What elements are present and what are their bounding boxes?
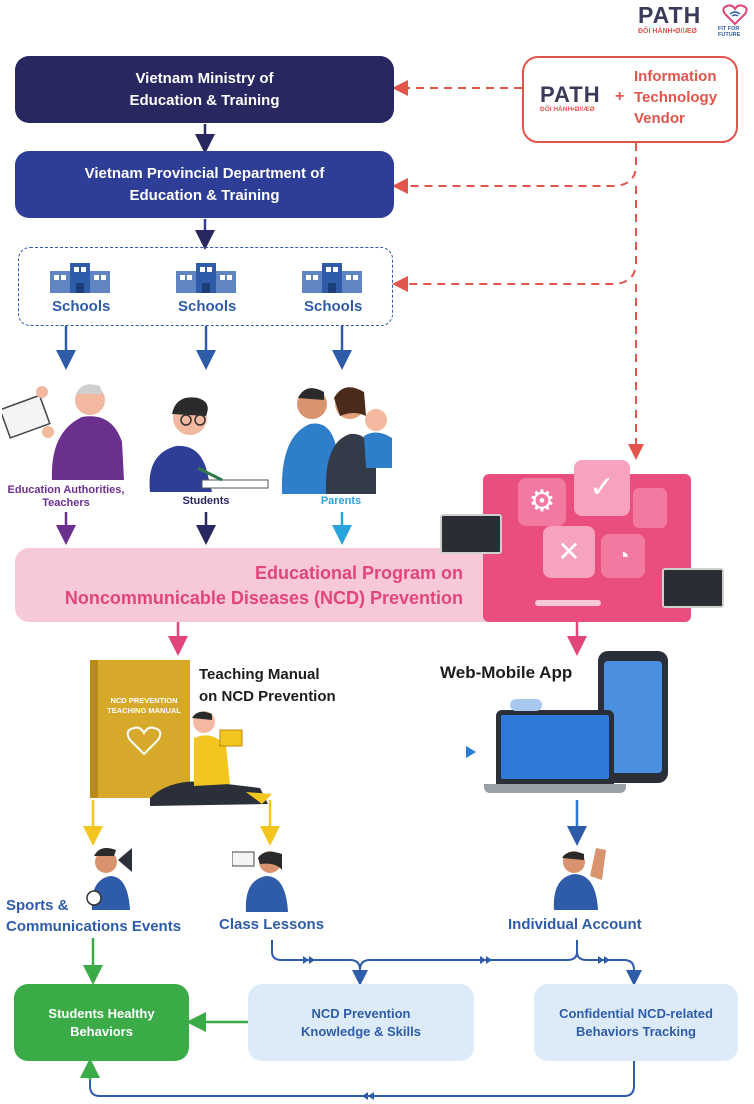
stakeholder-parents-label: Parents xyxy=(320,495,362,507)
server-icon xyxy=(633,488,667,528)
sports-events-label: Sports & Communications Events xyxy=(6,897,182,935)
it-vendor-box: PATH ĐỐI HÀNH•Ø//ÆØ + Information Techno… xyxy=(522,56,738,143)
code-window-right xyxy=(662,568,724,608)
class-lessons-label: Class Lessons xyxy=(219,916,325,933)
megaphone-person-illustration xyxy=(86,848,132,910)
program-banner xyxy=(15,548,575,622)
heart-wifi-icon xyxy=(126,726,162,756)
path-logo-vendor: PATH xyxy=(540,82,601,107)
reader-illustration xyxy=(150,711,272,806)
admin-dashboard-illustration: ⚙ ✓ ✕ ◔ xyxy=(483,460,691,622)
search-bubble-icon xyxy=(510,699,542,711)
school-building-icon xyxy=(176,263,236,293)
knowledge-skills-box: NCD Prevention Knowledge & Skills xyxy=(248,984,474,1061)
tools-icon: ✕ xyxy=(543,526,595,578)
class-lesson-illustration xyxy=(232,851,288,912)
school-2: Schools xyxy=(174,261,238,321)
laptop-display xyxy=(501,715,609,779)
laptop-base xyxy=(484,784,626,793)
fit-for-future-logo: FIT FOR FUTURE xyxy=(718,26,741,38)
manual-title: Teaching Manual on NCD Prevention xyxy=(199,666,336,705)
teaching-manual-book: NCD PREVENTION TEACHING MANUAL xyxy=(90,660,190,798)
ministry-box: Vietnam Ministry of Education & Training xyxy=(15,56,394,123)
teacher-illustration xyxy=(2,384,124,480)
vendor-label: Information Technology Vendor xyxy=(634,68,718,127)
student-illustration xyxy=(149,397,269,492)
gauge-icon: ◔ xyxy=(601,534,645,578)
school-1: Schools xyxy=(48,261,112,321)
healthy-behaviors-box: Students Healthy Behaviors xyxy=(14,984,189,1061)
laptop-screen xyxy=(496,710,614,784)
code-window-left xyxy=(440,514,502,554)
account-user-illustration xyxy=(553,848,606,910)
school-label: Schools xyxy=(178,298,237,315)
behaviors-tracking-box: Confidential NCD-related Behaviors Track… xyxy=(534,984,738,1061)
path-logo-vendor-tagline: ĐỐI HÀNH•Ø//ÆØ xyxy=(540,106,595,113)
app-title: Web-Mobile App xyxy=(440,663,573,682)
school-3: Schools xyxy=(300,261,364,321)
heart-wifi-icon xyxy=(722,4,748,26)
gear-icon: ⚙ xyxy=(518,478,566,526)
vendor-plus: + xyxy=(615,88,625,105)
school-building-icon xyxy=(50,263,110,293)
school-label: Schools xyxy=(304,298,363,315)
program-title: Educational Program on Noncommunicable D… xyxy=(64,563,463,608)
manual-cover-text: NCD PREVENTION TEACHING MANUAL xyxy=(107,696,181,715)
stakeholder-teachers-label: Education Authorities, Teachers xyxy=(7,484,125,509)
shield-check-icon: ✓ xyxy=(574,460,630,516)
schools-group xyxy=(18,247,393,326)
path-logo-top-tagline: ĐỐI HÀNH•Ø//ÆØ xyxy=(638,28,697,35)
path-logo-top: PATH xyxy=(638,2,702,28)
parents-illustration xyxy=(281,387,392,494)
stakeholder-students-label: Students xyxy=(182,495,230,507)
progress-bar xyxy=(535,600,601,606)
school-label: Schools xyxy=(52,298,111,315)
school-building-icon xyxy=(302,263,362,293)
individual-account-label: Individual Account xyxy=(508,916,642,933)
provincial-department-box: Vietnam Provincial Department of Educati… xyxy=(15,151,394,218)
